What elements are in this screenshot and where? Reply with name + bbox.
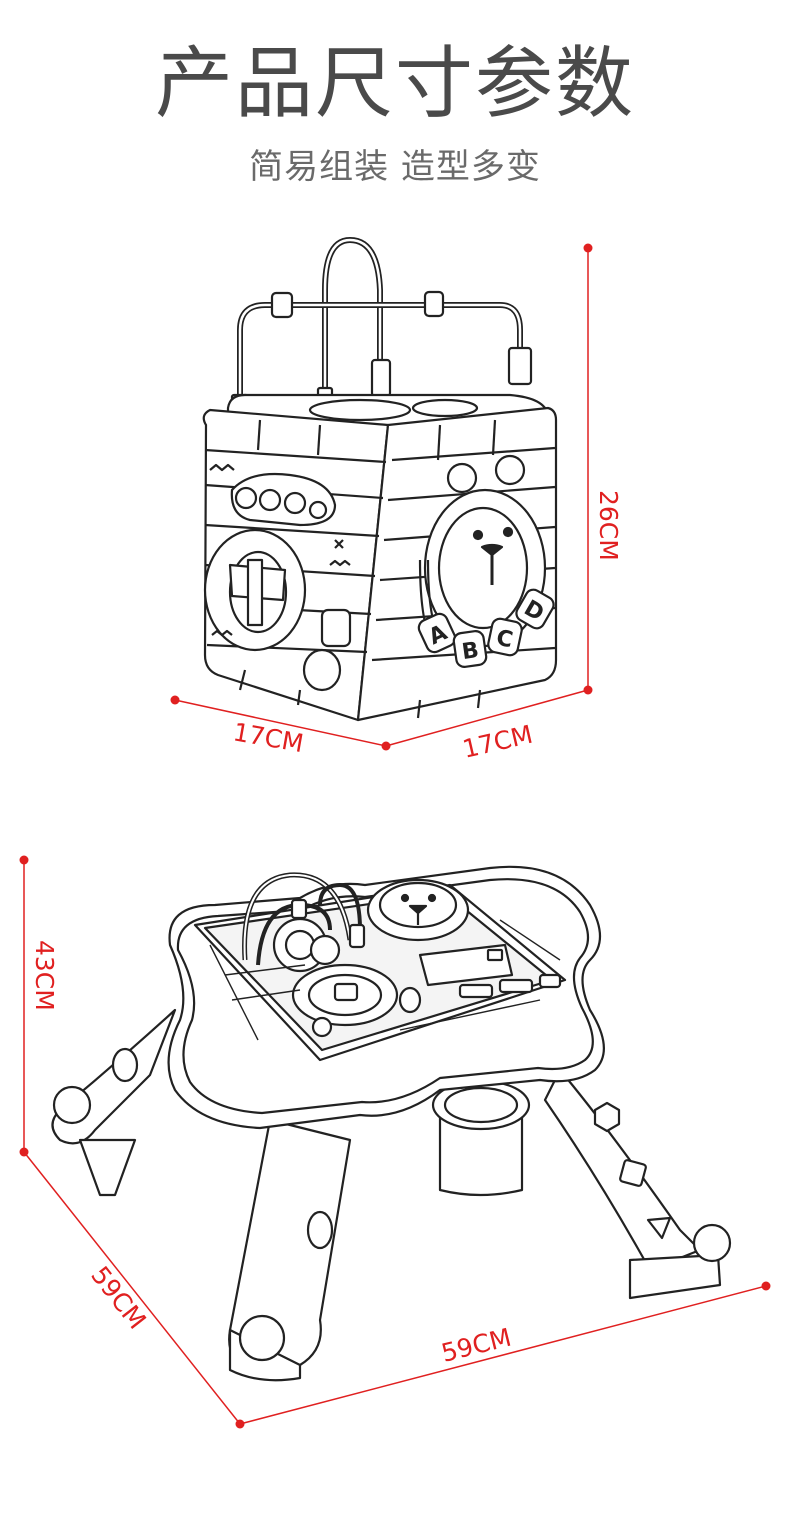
letter-block-b: B [460, 638, 480, 665]
table-dimension-lines [19, 855, 771, 1429]
cube-width-left-label: 17CM [231, 717, 306, 758]
cube-height-label: 26CM [594, 490, 623, 561]
table-width-label: 59CM [438, 1323, 514, 1368]
letter-block-c: C [494, 626, 515, 654]
cube-width-right-label: 17CM [460, 720, 536, 764]
cube-dimension-lines [170, 243, 593, 751]
page-subtitle: 简易组装 造型多变 [249, 147, 541, 187]
activity-table-drawing [51, 865, 732, 1382]
page-title: 产品尺寸参数 [154, 39, 635, 129]
table-height-label: 43CM [30, 940, 59, 1011]
letter-blocks [417, 588, 555, 668]
